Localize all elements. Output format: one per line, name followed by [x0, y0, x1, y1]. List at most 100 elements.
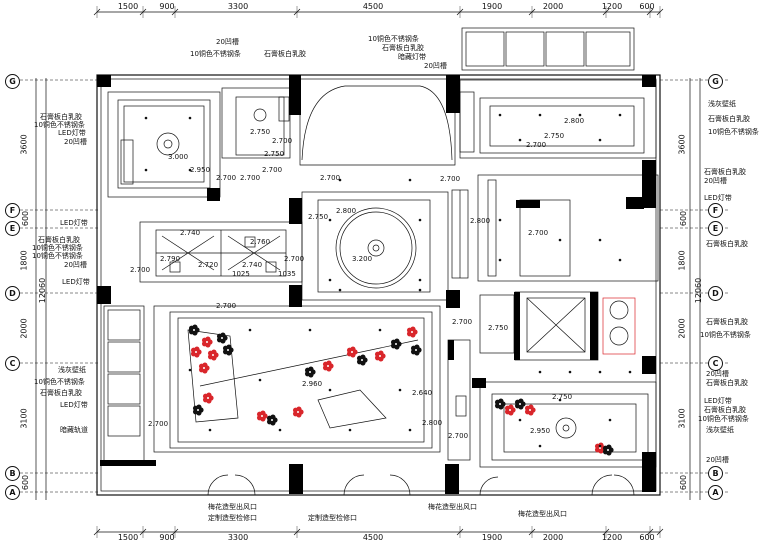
- downlight-icon: [598, 370, 602, 374]
- dim-bottom-3: 3300: [227, 533, 249, 542]
- plum-blossom-icon: [188, 324, 200, 336]
- dim-top-8: 600: [639, 2, 655, 11]
- dim-bottom-8: 600: [639, 533, 655, 542]
- height-mark: 2.750: [250, 128, 271, 136]
- height-mark: 3.000: [168, 153, 189, 161]
- label-bottom-1: 梅花造型出风口: [208, 503, 257, 511]
- label-left-lower-2: 10铜色不锈钢条: [34, 378, 85, 386]
- downlight-icon: [498, 113, 502, 117]
- axis-right-d: D: [708, 286, 723, 301]
- height-mark: 2.700: [440, 175, 461, 183]
- downlight-icon: [618, 113, 622, 117]
- label-left-lower-3: 石膏板白乳胶: [40, 389, 82, 397]
- downlight-icon: [578, 113, 582, 117]
- dim-right-6: 600: [679, 474, 689, 491]
- label-left-upper-3: LED灯带: [58, 129, 86, 137]
- downlight-icon: [598, 444, 602, 448]
- label-left-mid-4: 10铜色不锈钢条: [32, 252, 83, 260]
- plum-blossom-icon: [374, 350, 386, 362]
- height-mark: 2.640: [412, 389, 433, 397]
- height-mark: 2.700: [216, 174, 237, 182]
- label-bottom-2: 定制造型检修口: [208, 514, 257, 522]
- dim-left-3: 1800: [19, 250, 29, 271]
- axis-left-c: C: [5, 356, 20, 371]
- height-mark: 2.750: [488, 324, 509, 332]
- dim-left-4: 2000: [19, 318, 29, 339]
- dim-top-3: 3300: [227, 2, 249, 11]
- plum-blossom-icon: [602, 444, 614, 456]
- dim-right-5: 3100: [677, 408, 687, 429]
- axis-right-g: G: [708, 74, 723, 89]
- label-left-mid-5: 20凹槽: [64, 261, 87, 269]
- downlight-icon: [188, 168, 192, 172]
- axis-right-e: E: [708, 221, 723, 236]
- height-mark: 2.800: [470, 217, 491, 225]
- label-left-lower-1: 浅灰壁纸: [58, 366, 86, 374]
- height-mark: 2.750: [552, 393, 573, 401]
- plum-blossom-icon: [190, 346, 202, 358]
- dim-right-1: 3600: [677, 134, 687, 155]
- downlight-icon: [188, 116, 192, 120]
- dim-top-5: 1900: [481, 2, 503, 11]
- axis-left-d: D: [5, 286, 20, 301]
- downlight-icon: [398, 388, 402, 392]
- axis-left-f: F: [5, 203, 20, 218]
- label-right-upper-2: 石膏板白乳胶: [708, 115, 750, 123]
- downlight-icon: [278, 428, 282, 432]
- downlight-icon: [408, 428, 412, 432]
- plum-blossom-icon: [266, 414, 278, 426]
- plum-blossom-icon: [390, 338, 402, 350]
- downlight-icon: [608, 418, 612, 422]
- plum-blossom-icon: [207, 349, 219, 361]
- downlight-icon: [328, 218, 332, 222]
- label-bottom-5: 梅花造型出风口: [518, 510, 567, 518]
- plum-blossom-icon: [346, 346, 358, 358]
- height-mark: 2.740: [242, 261, 263, 269]
- plum-blossom-icon: [356, 354, 368, 366]
- dim-top-2: 900: [159, 2, 175, 11]
- plum-blossom-icon: [304, 366, 316, 378]
- height-mark: 2.700: [528, 229, 549, 237]
- axis-right-b: B: [708, 466, 723, 481]
- downlight-icon: [258, 378, 262, 382]
- label-left-lower-4: LED灯带: [60, 401, 88, 409]
- dim-top-1: 1500: [117, 2, 139, 11]
- height-mark: 2.700: [130, 266, 151, 274]
- label-right-c-1: 20凹槽: [706, 370, 729, 378]
- dim-left-1: 3600: [19, 134, 29, 155]
- label-left-track: 暗藏轨道: [60, 426, 88, 434]
- downlight-icon: [418, 278, 422, 282]
- height-mark: 2.700: [526, 141, 547, 149]
- dim-left-total: 12060: [38, 277, 48, 304]
- label-top-left-3: 石膏板白乳胶: [264, 50, 306, 58]
- downlight-icon: [328, 388, 332, 392]
- label-bottom-3: 定制造型检修口: [308, 514, 357, 522]
- downlight-icon: [408, 178, 412, 182]
- dim-bottom-2: 900: [159, 533, 175, 542]
- downlight-icon: [518, 138, 522, 142]
- downlight-icon: [188, 328, 192, 332]
- plum-blossom-icon: [256, 410, 268, 422]
- height-mark: 2.700: [240, 174, 261, 182]
- height-mark: 2.700: [216, 302, 237, 310]
- height-mark: 2.950: [190, 166, 211, 174]
- axis-left-g: G: [5, 74, 20, 89]
- downlight-icon: [498, 218, 502, 222]
- downlight-icon: [538, 113, 542, 117]
- dim-top-7: 1200: [601, 2, 623, 11]
- axis-left-a: A: [5, 485, 20, 500]
- label-right-upper-1: 浅灰壁纸: [708, 100, 736, 108]
- plum-blossom-icon: [216, 332, 228, 344]
- plum-blossom-icon: [201, 336, 213, 348]
- label-bottom-4: 梅花造型出风口: [428, 503, 477, 511]
- label-right-lower-4: 浅灰壁纸: [706, 426, 734, 434]
- plum-blossom-icon: [292, 406, 304, 418]
- downlight-icon: [338, 288, 342, 292]
- label-left-upper-2: 10铜色不锈钢条: [34, 121, 85, 129]
- label-top-left-1: 20凹槽: [216, 38, 239, 46]
- label-right-e: 石膏板白乳胶: [706, 240, 748, 248]
- height-mark: 1035: [278, 270, 296, 278]
- plum-blossom-icon: [192, 404, 204, 416]
- downlight-icon: [418, 288, 422, 292]
- downlight-icon: [338, 178, 342, 182]
